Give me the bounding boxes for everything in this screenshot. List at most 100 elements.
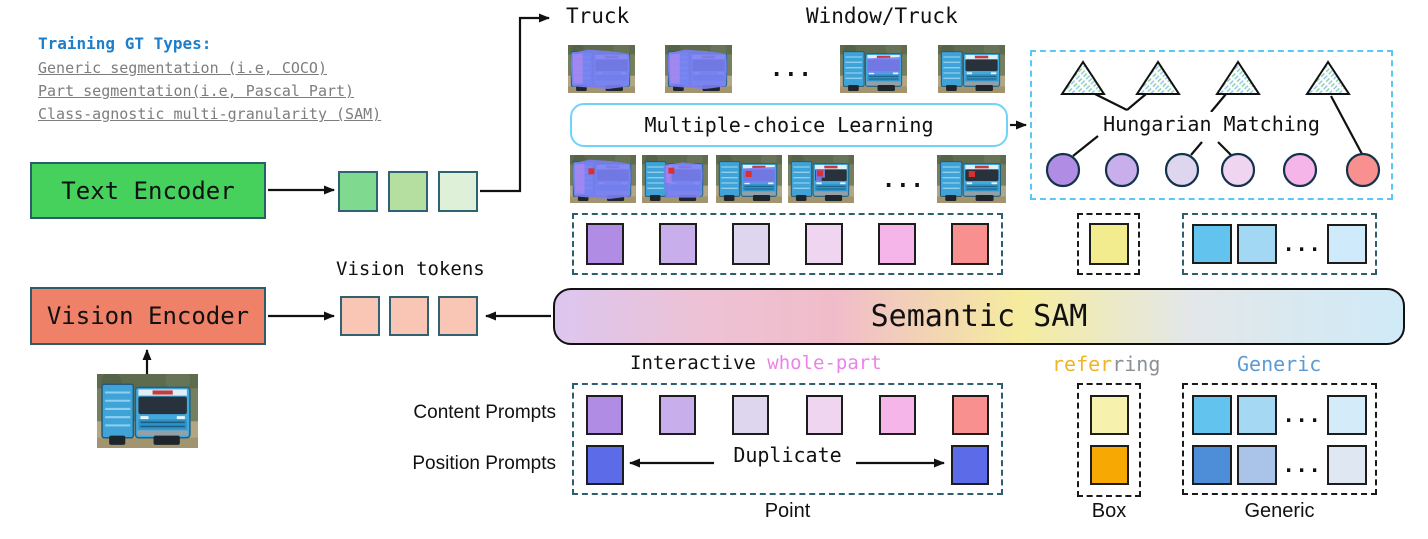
truck-thumb-whole-1 bbox=[568, 45, 635, 93]
text-encoder-box: Text Encoder bbox=[30, 162, 266, 219]
token-square bbox=[1237, 224, 1278, 264]
match-triangle bbox=[1215, 60, 1261, 95]
query-circle bbox=[1045, 152, 1081, 188]
vision-encoder-box: Vision Encoder bbox=[30, 287, 266, 345]
match-triangle bbox=[1305, 60, 1351, 95]
window-truck-label: Window/Truck bbox=[806, 4, 958, 28]
interactive-query-token-box bbox=[572, 213, 1003, 275]
token-square bbox=[878, 223, 916, 265]
hungarian-matching-box: Hungarian Matching bbox=[1030, 50, 1393, 200]
ellipsis: ... bbox=[1282, 403, 1322, 427]
token-square bbox=[659, 395, 697, 435]
token-square bbox=[659, 223, 697, 265]
token-square bbox=[586, 395, 623, 435]
position-prompts-label: Position Prompts bbox=[412, 453, 556, 474]
token-square bbox=[438, 171, 478, 212]
gt-item-generic: Generic segmentation (i.e, COCO) bbox=[38, 59, 327, 77]
ring-caption: ring bbox=[1112, 352, 1161, 376]
token-square bbox=[1089, 445, 1129, 485]
point-label: Point bbox=[764, 500, 811, 522]
whole-part-caption: whole-part bbox=[767, 352, 882, 374]
box-label: Box bbox=[1091, 500, 1127, 522]
truck-click-whole bbox=[570, 155, 636, 203]
hungarian-matching-label: Hungarian Matching bbox=[1032, 112, 1391, 136]
match-triangle bbox=[1135, 60, 1181, 95]
token-square bbox=[389, 296, 429, 336]
content-prompts-label: Content Prompts bbox=[413, 402, 556, 423]
match-triangle bbox=[1060, 60, 1106, 95]
generic-row-2: ... bbox=[1192, 445, 1367, 485]
referring-caption: referring bbox=[1052, 352, 1160, 376]
token-square bbox=[1326, 224, 1367, 264]
query-circle bbox=[1282, 152, 1318, 188]
token-square bbox=[388, 171, 428, 212]
point-position-row bbox=[586, 445, 989, 485]
gt-item-class-agnostic: Class-agnostic multi-granularity (SAM) bbox=[38, 105, 382, 123]
token-square bbox=[1088, 223, 1129, 265]
ellipsis: ... bbox=[1282, 453, 1322, 477]
token-square bbox=[1237, 445, 1278, 485]
referring-query-token-box bbox=[1077, 213, 1140, 275]
token-square bbox=[1326, 395, 1367, 435]
token-square bbox=[805, 395, 843, 435]
token-square bbox=[438, 296, 478, 336]
vision-tokens-label: Vision tokens bbox=[336, 258, 485, 280]
point-content-row bbox=[586, 395, 989, 435]
token-square bbox=[732, 223, 770, 265]
token-square bbox=[1192, 395, 1232, 435]
mid-row-ellipsis: ... bbox=[882, 168, 925, 193]
box-prompt-box bbox=[1077, 383, 1141, 497]
interactive-caption: Interactive bbox=[630, 352, 768, 374]
truck-label: Truck bbox=[566, 4, 630, 28]
token-square bbox=[951, 395, 989, 435]
truck-thumb-plain bbox=[938, 45, 1005, 93]
training-gt-types-block: Training GT Types: Generic segmentation … bbox=[38, 34, 381, 126]
box-position-token bbox=[1089, 445, 1129, 485]
gt-title: Training GT Types: bbox=[38, 34, 212, 53]
token-square bbox=[1089, 395, 1129, 435]
generic-query-token-box: ... bbox=[1182, 213, 1377, 275]
token-square bbox=[1192, 224, 1232, 264]
truck-click-cab bbox=[642, 155, 708, 203]
truck-thumb-window bbox=[840, 45, 907, 93]
generic-label: Generic bbox=[1244, 500, 1315, 522]
semantic-sam-bar: Semantic SAM bbox=[553, 288, 1405, 345]
truck-click-window bbox=[716, 155, 782, 203]
token-square bbox=[732, 395, 770, 435]
generic-prompt-box: ... ... bbox=[1182, 383, 1377, 495]
query-circle bbox=[1345, 152, 1381, 188]
token-square bbox=[805, 223, 843, 265]
query-circle bbox=[1164, 152, 1200, 188]
multiple-choice-learning-box: Multiple-choice Learning bbox=[570, 103, 1008, 147]
top-row-ellipsis: ... bbox=[770, 57, 813, 82]
token-square bbox=[586, 445, 624, 485]
truck-click-plain bbox=[937, 155, 1006, 203]
hungarian-matching-graphic bbox=[1045, 60, 1381, 188]
point-prompt-box: Duplicate bbox=[572, 383, 1003, 495]
query-circle bbox=[1220, 152, 1256, 188]
token-square bbox=[878, 395, 916, 435]
duplicate-label: Duplicate bbox=[733, 443, 842, 467]
query-circle bbox=[1104, 152, 1140, 188]
text-token-row bbox=[338, 171, 478, 212]
token-square bbox=[1192, 445, 1232, 485]
gt-item-part: Part segmentation(i.e, Pascal Part) bbox=[38, 82, 355, 100]
arrow-tokens-to-truck-label bbox=[480, 13, 550, 193]
interactive-whole-part-caption: Interactive whole-part bbox=[630, 352, 882, 374]
token-square bbox=[1326, 445, 1367, 485]
token-square bbox=[586, 223, 624, 265]
box-content-token bbox=[1089, 395, 1129, 435]
refer-caption: refer bbox=[1052, 352, 1113, 376]
token-square bbox=[340, 296, 380, 336]
token-square bbox=[338, 171, 378, 212]
token-square bbox=[1237, 395, 1278, 435]
generic-caption: Generic bbox=[1237, 352, 1322, 376]
vision-token-row bbox=[340, 296, 478, 336]
ellipsis: ... bbox=[1282, 232, 1322, 256]
truck-thumb-whole-2 bbox=[665, 45, 732, 93]
input-truck-image bbox=[97, 374, 198, 448]
token-square bbox=[951, 445, 989, 485]
token-square bbox=[951, 223, 989, 265]
